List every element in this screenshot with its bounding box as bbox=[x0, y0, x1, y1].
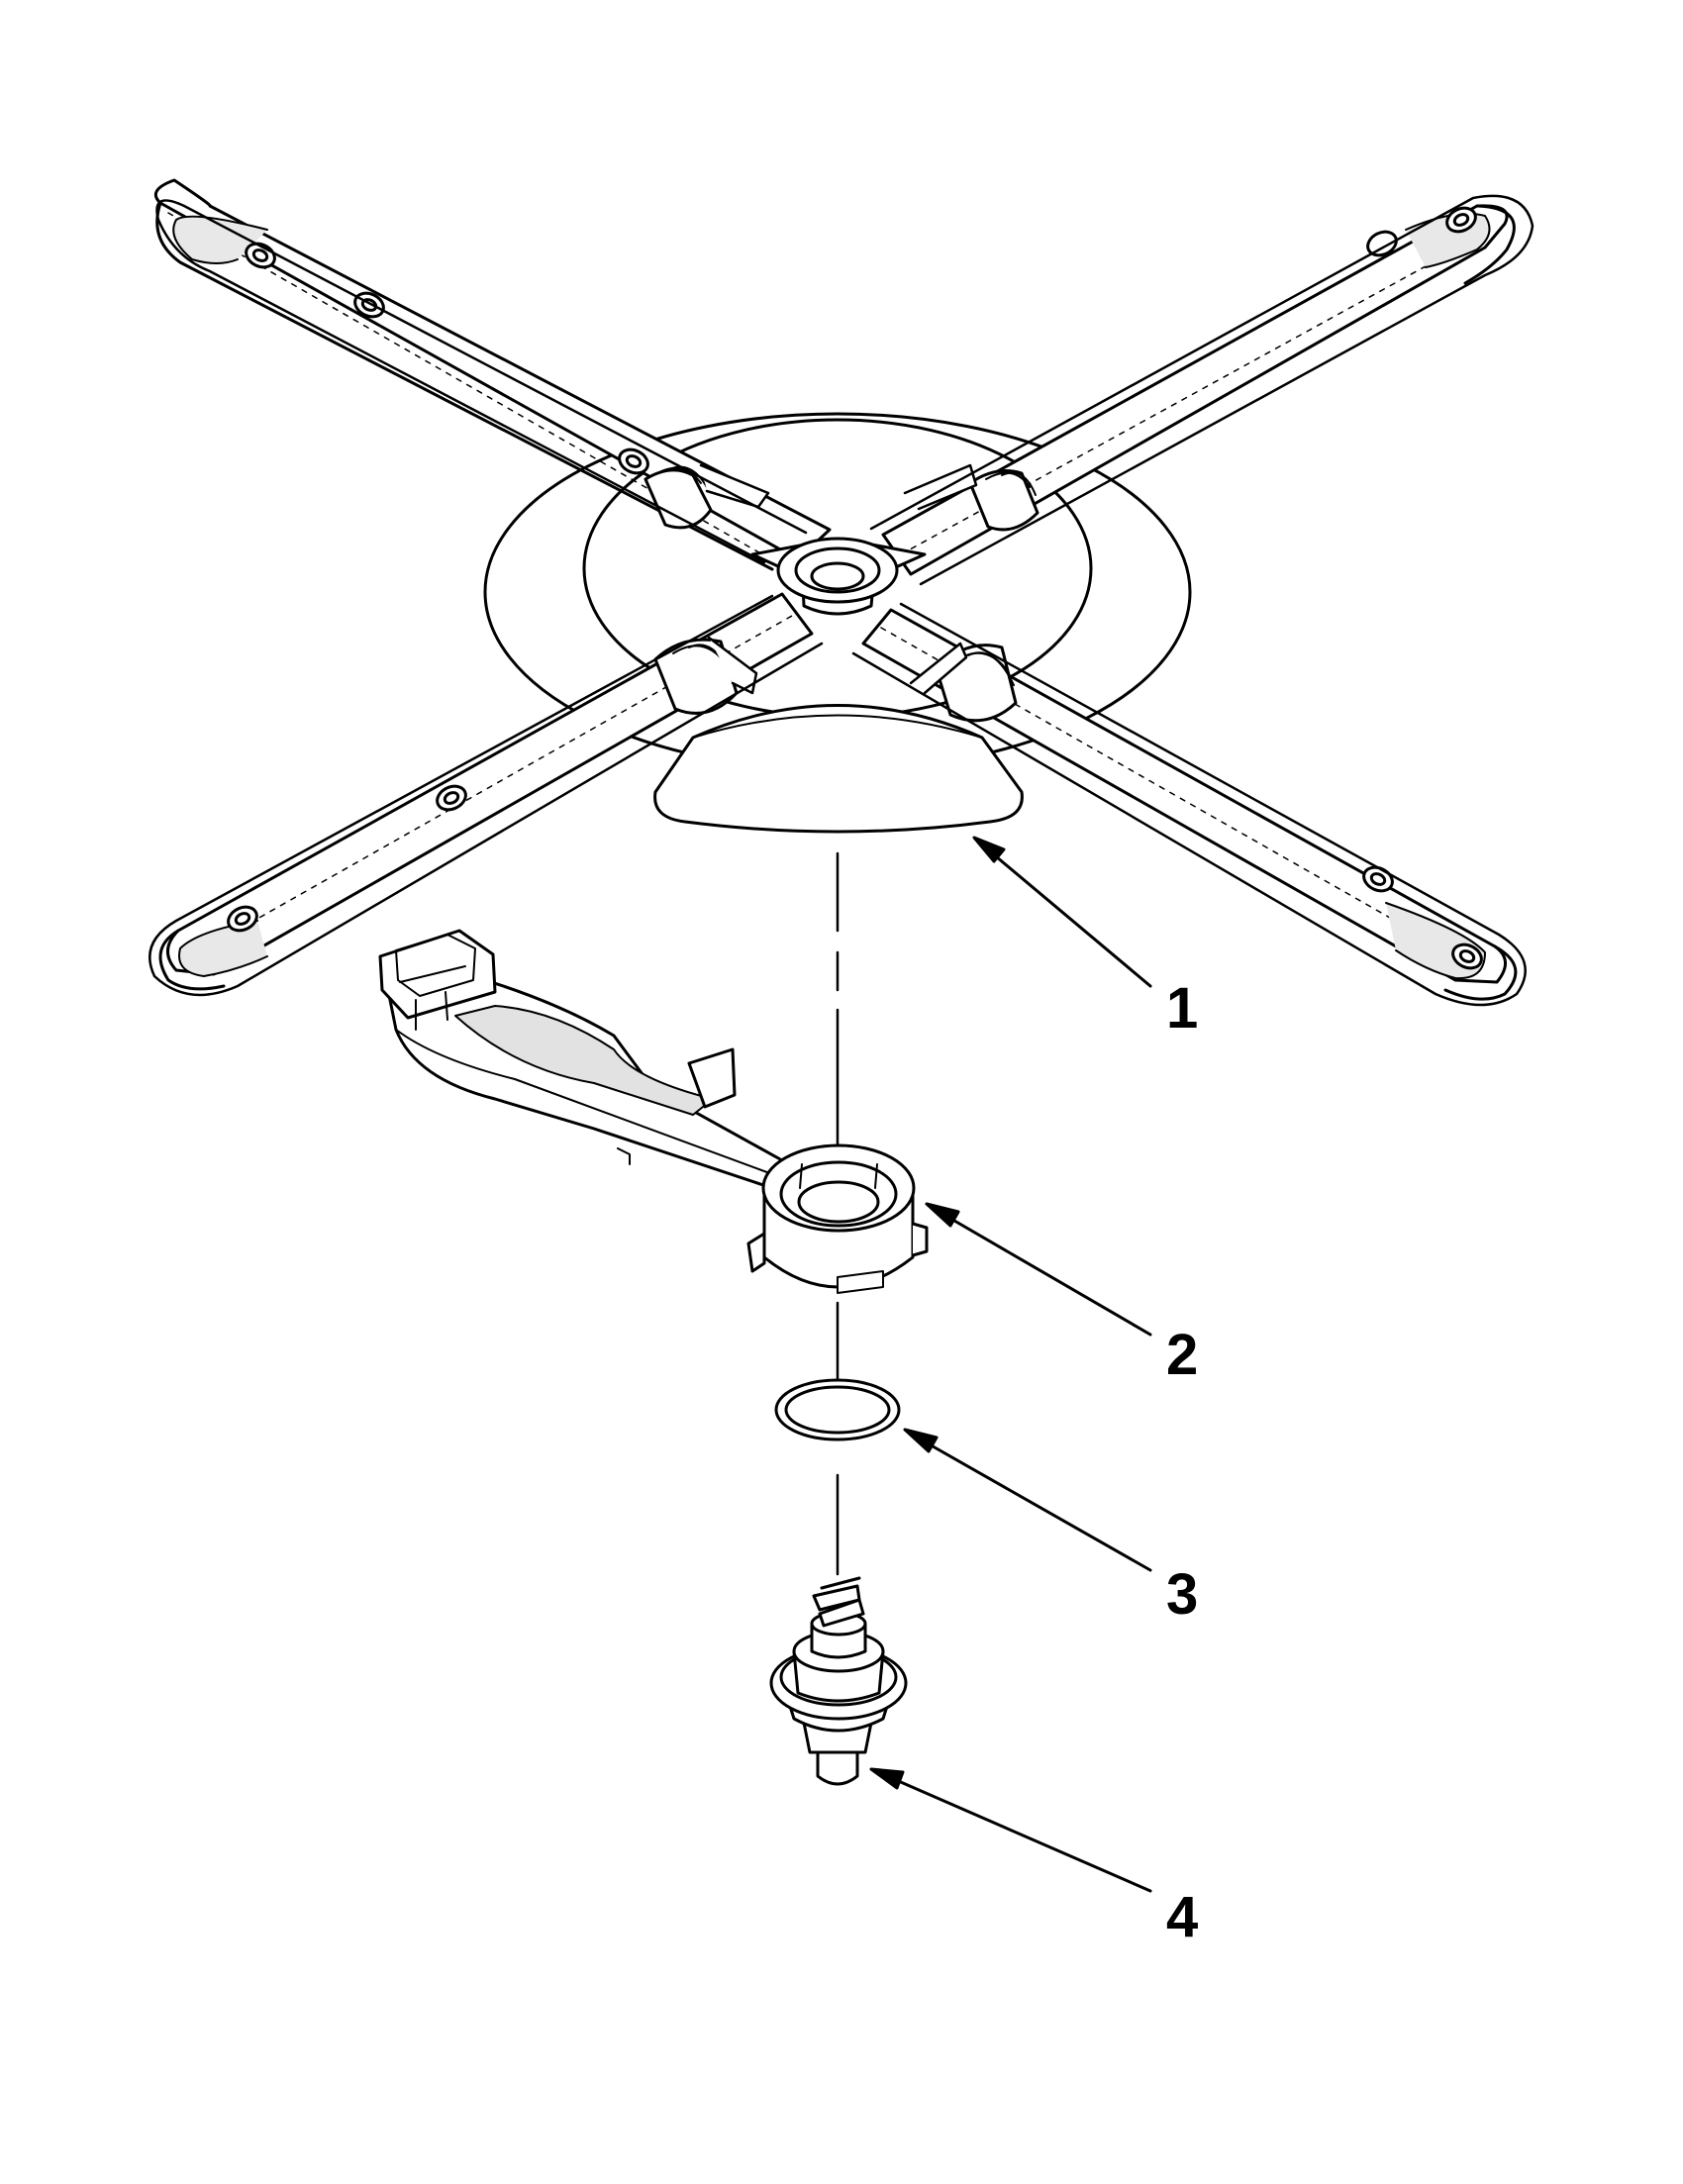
callout-4: 4 bbox=[1166, 1885, 1199, 1949]
arm-tip-lower-left bbox=[178, 920, 268, 977]
spray-arm-upper-left bbox=[153, 178, 832, 571]
leader-arrow-1 bbox=[972, 836, 1152, 988]
leader-arrow-2 bbox=[925, 1202, 1152, 1337]
supply-tube-manifold bbox=[378, 929, 929, 1294]
tube-side-tab bbox=[687, 1047, 737, 1109]
spray-arm-lower-left bbox=[158, 592, 814, 991]
arm-tip-upper-left bbox=[172, 215, 268, 264]
spray-arm-lower-right bbox=[861, 608, 1518, 1001]
tube-end-connector bbox=[378, 929, 497, 1031]
arm-outline-upper-right bbox=[869, 194, 1534, 586]
callout-1: 1 bbox=[1166, 976, 1199, 1041]
spray-arm-deflector bbox=[653, 704, 1024, 834]
spray-arm-hub bbox=[750, 537, 927, 616]
bearing-mount bbox=[769, 1576, 908, 1786]
leader-arrow-3 bbox=[903, 1428, 1152, 1572]
spray-arm-assembly bbox=[148, 178, 1534, 1007]
callout-3: 3 bbox=[1166, 1562, 1199, 1627]
leader-arrows bbox=[869, 836, 1152, 1893]
leader-arrow-4 bbox=[869, 1767, 1152, 1893]
arm-outline-upper-left bbox=[155, 199, 808, 564]
arm-outline-lower-left bbox=[148, 594, 824, 997]
spray-arm-upper-right bbox=[881, 204, 1516, 576]
callout-2: 2 bbox=[1166, 1323, 1199, 1387]
o-ring bbox=[774, 1378, 901, 1441]
tube-shading bbox=[454, 1005, 714, 1116]
manifold-hub-ring bbox=[746, 1143, 929, 1294]
arm-outline-lower-right bbox=[851, 602, 1527, 1007]
